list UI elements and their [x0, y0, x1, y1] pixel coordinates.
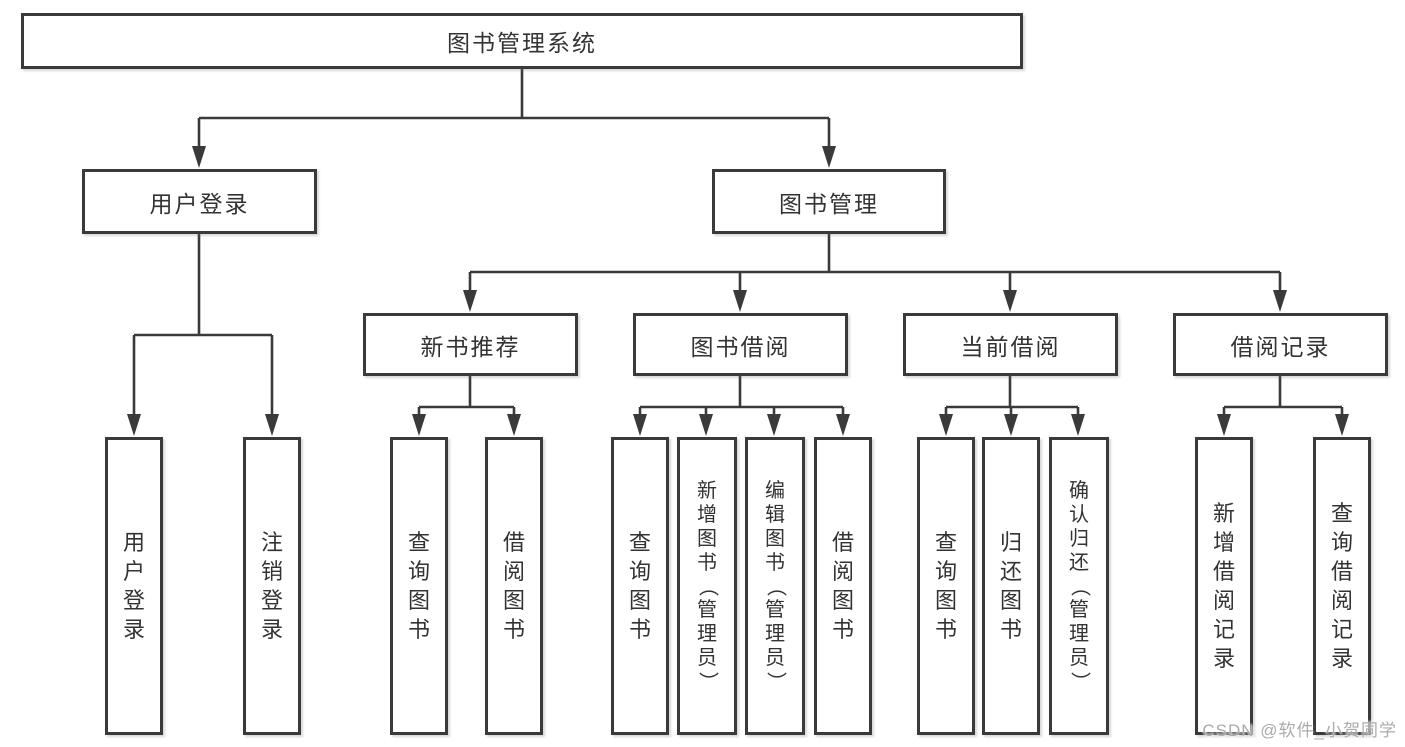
node-new-book-recommend-label: 新书推荐	[420, 333, 521, 360]
node-borrowing-records-label: 借阅记录	[1230, 333, 1331, 360]
node-root-system: 图书管理系统	[21, 13, 1023, 69]
node-book-management: 图书管理	[712, 169, 946, 234]
leaf-bb-edit-books-admin: 编辑图书（管理员）	[745, 437, 805, 735]
connector-current-borrowing-children	[939, 376, 1085, 436]
leaf-br-query-record: 查询借阅记录	[1313, 437, 1371, 735]
leaf-bb-borrow-books-label: 借阅图书	[831, 529, 854, 642]
leaf-bb-query-books: 查询图书	[611, 437, 669, 735]
leaf-logout-label: 注销登录	[260, 529, 283, 642]
node-book-borrowing-label: 图书借阅	[690, 333, 791, 360]
leaf-cb-confirm-return-admin-label: 确认归还（管理员）	[1068, 480, 1091, 692]
leaf-br-add-record-label: 新增借阅记录	[1212, 500, 1235, 671]
leaf-nbr-borrow-books: 借阅图书	[485, 437, 543, 735]
node-user-login-label: 用户登录	[149, 190, 250, 217]
node-current-borrowing: 当前借阅	[903, 313, 1118, 376]
connector-borrowing-records-children	[1217, 376, 1349, 436]
leaf-bb-add-books-admin: 新增图书（管理员）	[677, 437, 737, 735]
leaf-logout: 注销登录	[243, 437, 301, 735]
leaf-br-add-record: 新增借阅记录	[1195, 437, 1253, 735]
leaf-user-login-label: 用户登录	[122, 529, 145, 642]
leaf-nbr-query-books: 查询图书	[390, 437, 448, 735]
leaf-br-query-record-label: 查询借阅记录	[1330, 500, 1353, 671]
node-new-book-recommend: 新书推荐	[363, 313, 578, 376]
leaf-cb-return-books: 归还图书	[982, 437, 1040, 735]
node-current-borrowing-label: 当前借阅	[960, 333, 1061, 360]
node-borrowing-records: 借阅记录	[1173, 313, 1388, 376]
connector-new-book-recommend-children	[412, 376, 521, 436]
node-user-login: 用户登录	[82, 169, 317, 234]
leaf-bb-borrow-books: 借阅图书	[814, 437, 872, 735]
leaf-nbr-query-books-label: 查询图书	[407, 529, 430, 642]
connector-book-management-children	[463, 234, 1287, 312]
node-book-management-label: 图书管理	[779, 190, 879, 217]
node-book-borrowing: 图书借阅	[633, 313, 848, 376]
leaf-cb-return-books-label: 归还图书	[999, 529, 1022, 642]
connector-root-to-level2	[192, 69, 836, 168]
leaf-nbr-borrow-books-label: 借阅图书	[502, 529, 525, 642]
connector-user-login-children	[127, 234, 279, 436]
csdn-watermark: CSDN @软件_小贺同学	[1202, 721, 1397, 740]
leaf-bb-add-books-admin-label: 新增图书（管理员）	[696, 480, 719, 692]
leaf-cb-query-books: 查询图书	[917, 437, 975, 735]
connector-book-borrowing-children	[633, 376, 850, 436]
leaf-user-login: 用户登录	[105, 437, 163, 735]
leaf-cb-confirm-return-admin: 确认归还（管理员）	[1049, 437, 1109, 735]
node-root-system-label: 图书管理系统	[447, 30, 597, 56]
leaf-bb-query-books-label: 查询图书	[628, 529, 651, 642]
leaf-bb-edit-books-admin-label: 编辑图书（管理员）	[764, 480, 787, 692]
leaf-cb-query-books-label: 查询图书	[934, 529, 957, 642]
